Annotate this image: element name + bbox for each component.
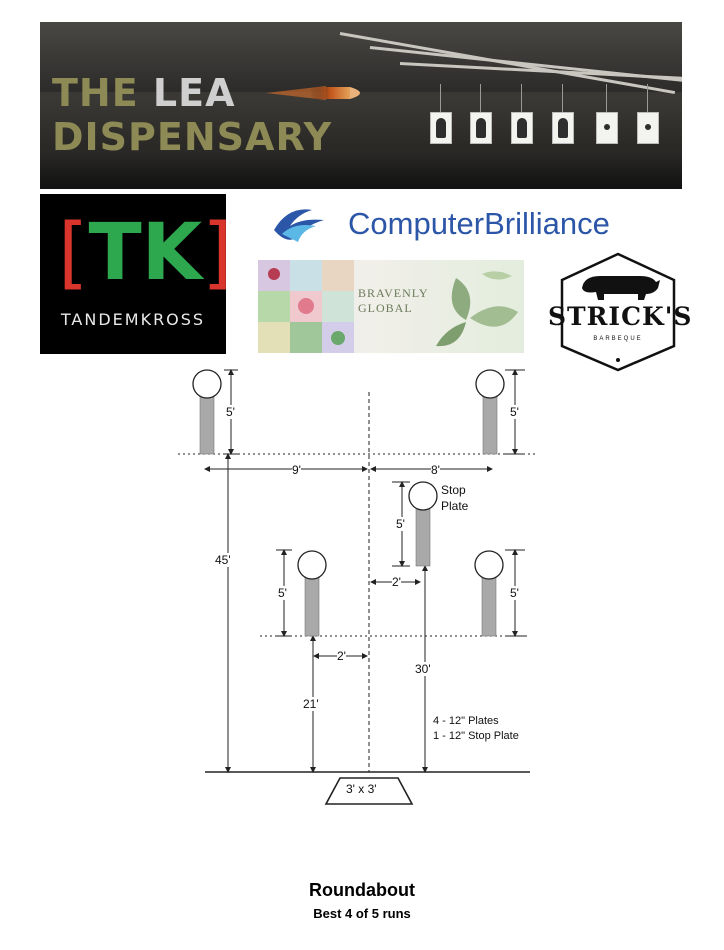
shooting-box [324, 777, 414, 805]
target-wire [521, 84, 522, 112]
stop-offset-label: 2' [392, 575, 401, 589]
dot-target [637, 112, 659, 144]
top-left-post [199, 391, 215, 455]
mid-depth-label: 21' [303, 697, 319, 711]
total-depth-label: 45' [215, 553, 231, 567]
target-wire [647, 84, 648, 112]
plates-note-line2: 1 - 12" Stop Plate [433, 730, 519, 742]
pig-icon [582, 276, 660, 300]
stricks-badge [560, 252, 676, 372]
stop-plate-post [415, 505, 431, 567]
range-ceiling [40, 22, 682, 92]
swirl-icon [274, 209, 324, 242]
range-floor [40, 150, 682, 189]
target-wire [480, 84, 481, 112]
bravenly-global-logo: BRAVENLY GLOBAL [258, 260, 524, 353]
lead-dispensary-banner: THE LEA DISPENSARY [40, 22, 682, 189]
stop-plate-label-line1: Stop [441, 483, 466, 497]
leaf-icon [436, 271, 518, 347]
stricks-subtitle: BARBEQUE [593, 336, 643, 342]
banner-title-lead: LEA [152, 71, 236, 115]
stricks-name: STRICK'S [548, 302, 693, 331]
bullet-icon [266, 86, 360, 100]
stop-plate-label-line2: Plate [441, 499, 469, 513]
tandemkross-name: TANDEMKROSS [60, 310, 206, 329]
stop-depth-label: 30' [415, 662, 431, 676]
banner-title-the: THE [52, 71, 153, 115]
top-left-plate [192, 369, 222, 399]
top-right-plate [475, 369, 505, 399]
stage-title: Roundabout [309, 880, 415, 900]
top-right-height-label: 5' [510, 405, 519, 419]
silhouette-target [511, 112, 533, 144]
target-wire [562, 84, 563, 112]
top-left-height-label: 5' [226, 405, 235, 419]
tk-monogram: [TK] [58, 208, 233, 298]
silhouette-target [430, 112, 452, 144]
stricks-barbeque-logo: STRICK'S BARBEQUE [548, 250, 693, 372]
computerbrilliance-logo: ComputerBrilliance [262, 196, 622, 252]
product-collage [258, 260, 354, 353]
computerbrilliance-name: ComputerBrilliance [348, 206, 610, 241]
stage-subtitle: Best 4 of 5 runs [313, 906, 411, 921]
shooting-box-label: 3' x 3' [346, 782, 377, 796]
mid-left-post [304, 573, 320, 637]
target-wire [606, 84, 607, 112]
stage-diagram-drawing [178, 369, 536, 805]
mid-right-post [481, 573, 497, 637]
banner-title-line2: DISPENSARY [52, 115, 333, 159]
bravenly-line2: GLOBAL [358, 301, 413, 315]
bravenly-global-name: BRAVENLY GLOBAL [358, 286, 438, 316]
target-wire [440, 84, 441, 112]
stop-plate [408, 481, 438, 511]
tk-bracket-left: [ [58, 208, 89, 298]
silhouette-target [470, 112, 492, 144]
mid-right-height-label: 5' [510, 586, 519, 600]
right-offset-label: 8' [431, 463, 440, 477]
silhouette-target [552, 112, 574, 144]
tk-letter-k: K [141, 208, 203, 298]
plates-note-line1: 4 - 12" Plates [433, 715, 499, 727]
mid-left-height-label: 5' [278, 586, 287, 600]
left-offset-label: 9' [292, 463, 301, 477]
tk-bracket-right: ] [202, 208, 233, 298]
tandemkross-logo: [TK] TANDEMKROSS [40, 194, 233, 354]
mid-left-plate [297, 550, 327, 580]
stop-height-label: 5' [396, 517, 405, 531]
bravenly-line1: BRAVENLY [358, 286, 429, 300]
dot-target [596, 112, 618, 144]
top-right-post [482, 391, 498, 455]
tk-letter-t: T [88, 208, 142, 298]
stage-diagram: 5' 5' 9' 8' Stop Plate 5' 2' 45' 5' 5' 2… [0, 360, 724, 820]
mid-right-plate [474, 550, 504, 580]
mid-left-offset-label: 2' [337, 649, 346, 663]
banner-title-line1: THE LEA [52, 74, 236, 112]
